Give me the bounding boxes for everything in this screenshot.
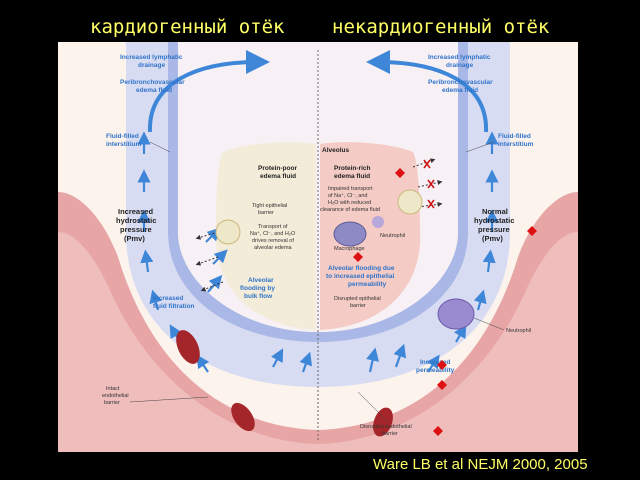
label-fluid-left-1: Fluid-filled — [106, 133, 139, 140]
label-af-right-1: Alveolar flooding due — [328, 265, 395, 272]
blocked-marks — [423, 159, 435, 209]
type2-cell-left — [215, 219, 241, 245]
label-pr-1: Protein-rich — [334, 165, 371, 172]
label-pp-2: edema fluid — [260, 173, 296, 180]
type2-cell-right — [397, 189, 423, 215]
label-nhp-3: pressure — [478, 225, 510, 234]
rbc-1 — [176, 330, 200, 364]
interstitium — [126, 42, 510, 387]
label-fluid-left-2: interstitium — [106, 141, 142, 148]
label-af-left-2: flooding by — [240, 285, 275, 292]
red-diamonds — [353, 168, 537, 436]
label-fluid-right-1: Fluid-filled — [498, 133, 531, 140]
transport-arrows-left — [195, 231, 224, 292]
diamond-6 — [433, 426, 443, 436]
label-iff-1: Increased — [153, 295, 183, 302]
label-disend-2: barrier — [382, 431, 398, 437]
label-alveolus: Alveolus — [322, 147, 349, 154]
diamond-2 — [353, 252, 363, 262]
macrophage-cell — [333, 221, 367, 247]
label-tr-3: drives removal of — [252, 238, 294, 244]
label-iff-2: fluid filtration — [153, 303, 195, 310]
label-lymph-right-1: Increased lymphatic — [428, 54, 491, 61]
filtration-arrows-left — [205, 227, 312, 373]
diamond-1 — [395, 168, 405, 178]
label-tr-4: alveolar edema — [254, 245, 293, 251]
label-ihp-4: (Pmv) — [124, 234, 145, 243]
diamond-4 — [437, 360, 447, 370]
label-macrophage: Macrophage — [334, 246, 365, 252]
label-disep-1: Disrupted epithelial — [334, 296, 381, 302]
label-intact-2: endothelial — [102, 393, 129, 399]
label-intact-1: Intact — [106, 386, 120, 392]
label-imp-1: Impaired transport — [328, 186, 373, 192]
label-iperm-2: permeability — [416, 367, 455, 374]
edema-fluid-right — [320, 142, 421, 330]
label-peri-right-1: Peribronchovascular — [428, 79, 493, 86]
label-neutrophil-small: Neutrophil — [380, 233, 405, 239]
edema-fluid-left — [215, 142, 316, 330]
label-af-right-3: permeability — [348, 281, 387, 288]
leader-lines — [129, 141, 505, 423]
lymph-arrow-left — [147, 50, 270, 133]
label-af-left-3: bulk flow — [244, 293, 273, 300]
label-peri-left-1: Peribronchovascular — [120, 79, 185, 86]
rbc-2 — [231, 402, 255, 432]
label-neutrophil-big: Neutrophil — [506, 328, 531, 334]
label-lymph-right-2: drainage — [446, 62, 473, 69]
label-intact-3: barrier — [104, 400, 120, 406]
label-pr-2: edema fluid — [334, 173, 370, 180]
label-ihp-2: hydrostatic — [116, 216, 156, 225]
label-lymph-left-2: drainage — [138, 62, 165, 69]
label-nhp-2: hydrostatic — [474, 216, 514, 225]
citation: Ware LB et al NEJM 2000, 2005 — [373, 456, 588, 473]
label-fluid-right-2: interstitium — [498, 141, 534, 148]
vessel-lumen — [58, 232, 578, 452]
lymph-arrow-right — [366, 50, 489, 133]
title-cardiogenic: кардиогенный отёк — [90, 16, 285, 38]
label-lymph-left-1: Increased lymphatic — [120, 54, 183, 61]
label-iperm-1: Increased — [420, 359, 450, 366]
title-noncardiogenic: некардиогенный отёк — [332, 16, 550, 38]
label-nhp-4: (Pmv) — [482, 234, 503, 243]
label-af-right-2: to increased epithelial — [326, 273, 394, 280]
label-imp-4: clearance of edema fluid — [320, 207, 380, 213]
label-af-left-1: Alveolar — [248, 277, 274, 284]
label-ihp-1: Increased — [118, 207, 153, 216]
label-imp-3: H₂O with reduced — [328, 200, 371, 206]
label-imp-2: of Na⁺, Cl⁻, and — [328, 192, 367, 199]
diamond-3 — [527, 226, 537, 236]
label-disep-2: barrier — [350, 303, 366, 309]
capillary-vessel — [58, 192, 578, 452]
label-disend-1: Disrupted endothelial — [360, 424, 412, 430]
diamond-5 — [437, 380, 447, 390]
label-ihp-3: pressure — [120, 225, 152, 234]
label-peri-right-2: edema fluid — [442, 87, 478, 94]
label-tight-1: Tight epithelial — [252, 203, 287, 209]
label-peri-left-2: edema fluid — [136, 87, 172, 94]
label-tr-2: Na⁺, Cl⁻, and H₂O — [250, 230, 296, 237]
label-tight-2: barrier — [258, 210, 274, 216]
label-tr-1: Transport of — [258, 224, 288, 230]
neutrophil-small-cell — [372, 216, 384, 228]
label-pp-1: Protein-poor — [258, 165, 297, 172]
label-nhp-1: Normal — [482, 207, 508, 216]
edema-diagram: Increased lymphatic drainage Increased l… — [58, 42, 578, 452]
interstitial-arrows-right — [366, 131, 499, 373]
neutrophil-big-cell — [437, 298, 475, 330]
rbc-3 — [373, 407, 393, 437]
